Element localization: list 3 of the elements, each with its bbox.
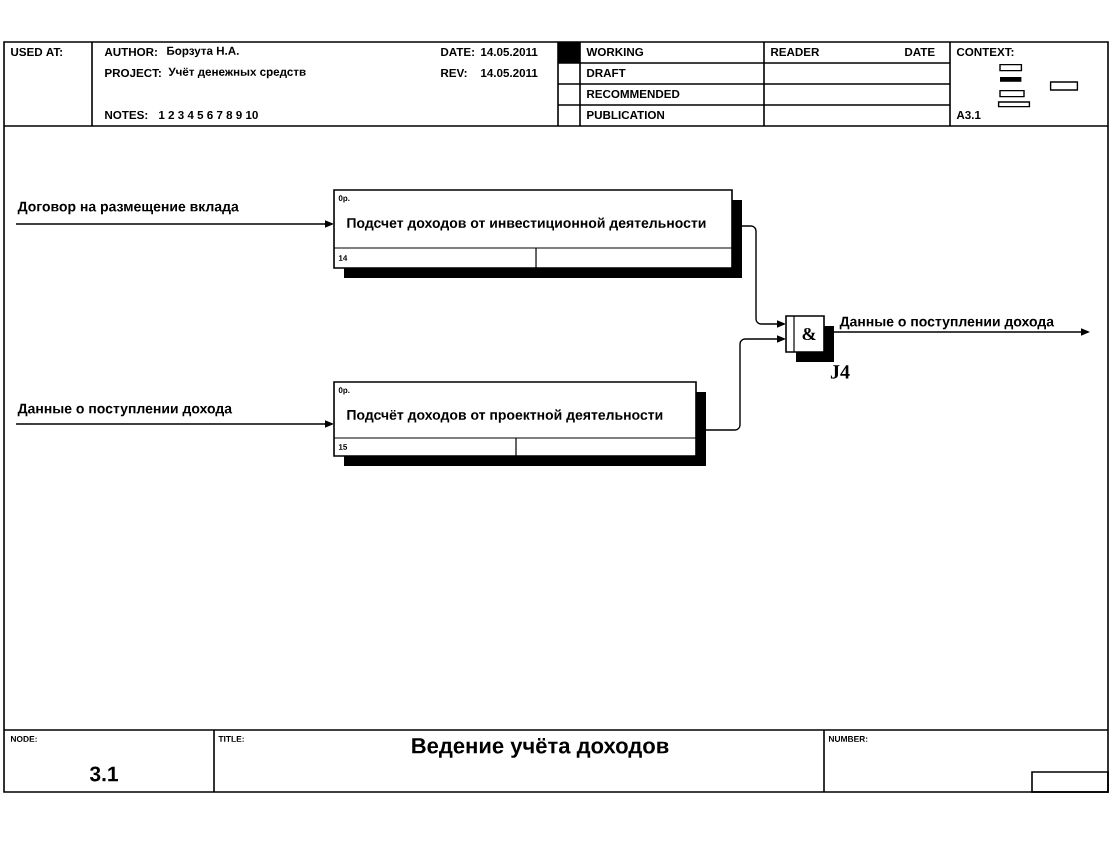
node-number: 3.1 bbox=[89, 766, 118, 782]
junction-number: J4 bbox=[830, 365, 850, 379]
diagram-title: Ведение учёта доходов bbox=[412, 738, 669, 758]
